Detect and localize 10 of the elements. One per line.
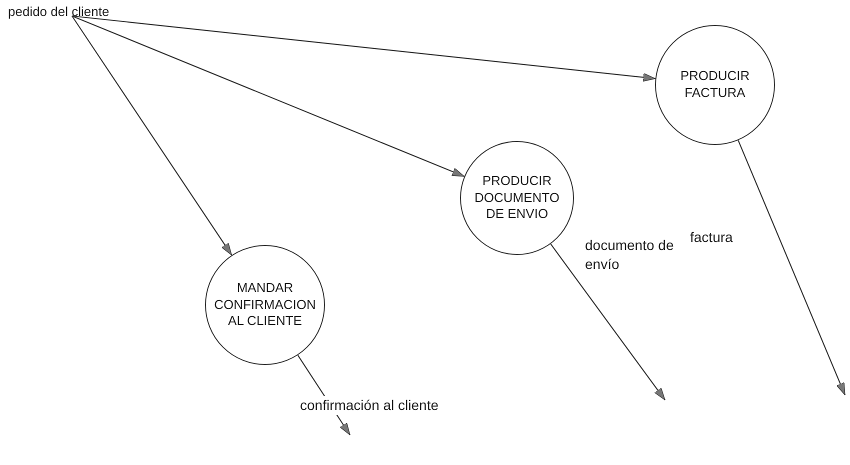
arrow — [72, 15, 656, 82]
process-label: PRODUCIR FACTURA — [679, 68, 751, 102]
process-label: MANDAR CONFIRMACION AL CLIENTE — [213, 280, 317, 330]
arrow — [72, 16, 232, 256]
arrow — [550, 244, 666, 400]
process-label: PRODUCIR DOCUMENTO DE ENVIO — [474, 172, 560, 224]
edge-label: confirmación al cliente — [298, 396, 441, 415]
arrow — [72, 16, 465, 177]
source-text: pedido del cliente — [8, 4, 110, 21]
arrow — [738, 140, 846, 396]
